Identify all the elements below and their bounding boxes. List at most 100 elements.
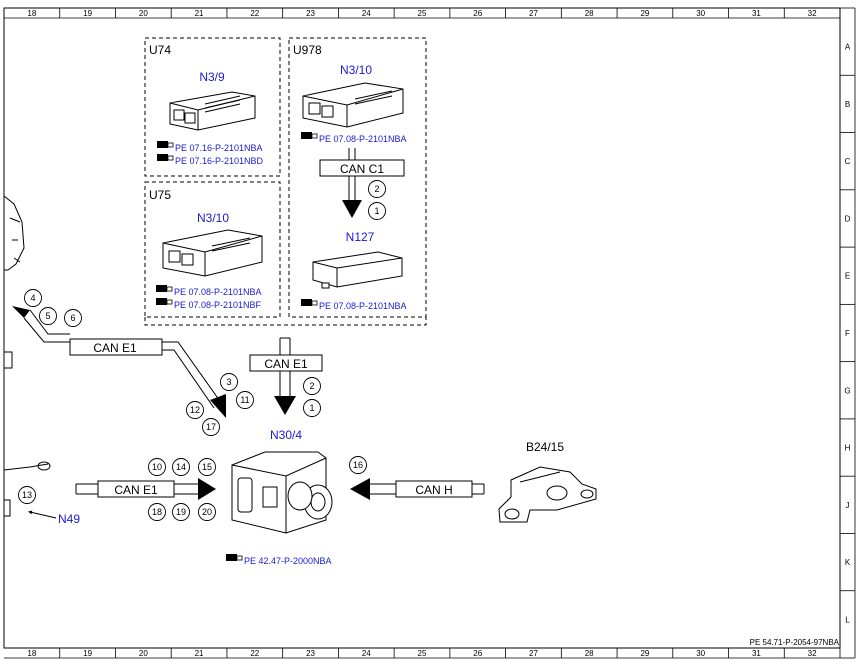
ref-n30-4: PE 42.47-P-2000NBA [244,556,332,566]
column-label-bottom: 20 [139,649,148,658]
pin-marker: 1 [303,399,321,417]
frame [3,7,856,659]
row-label: H [845,444,851,453]
pin-marker: 10 [148,458,166,476]
ecu-n3-9-drawing [169,91,256,131]
reference-book-icon [226,554,243,561]
pin-number: 11 [240,395,249,405]
pin-marker: 15 [198,458,216,476]
bus-can-e1-left [12,306,226,418]
pin-marker: 5 [39,307,57,325]
pin-marker: 11 [236,391,254,409]
bus-can-h [350,478,485,500]
group-u74-box [144,37,281,177]
pin-marker: 16 [349,456,367,474]
ref-u74-2: PE 07.16-P-2101NBD [175,156,264,166]
component-b24-15-label: B24/15 [526,440,564,454]
column-label-bottom: 27 [529,649,538,658]
row-label: J [846,501,850,510]
ecu-n3-10-u978-drawing [302,82,404,128]
column-label-bottom: 32 [808,649,817,658]
row-label: E [845,272,850,281]
bus-can-h-label: CAN H [415,483,452,497]
column-label-top: 26 [473,9,482,18]
ref-u74-1: PE 07.16-P-2101NBA [175,143,263,153]
column-label-bottom: 22 [250,649,259,658]
reference-book-icon [157,141,174,148]
column-label-bottom: 24 [362,649,371,658]
column-label-bottom: 23 [306,649,315,658]
column-label-top: 20 [139,9,148,18]
column-label-bottom: 18 [27,649,36,658]
component-n30-4-label: N30/4 [270,428,302,442]
ref-u75-2: PE 07.08-P-2101NBF [174,300,262,310]
pin-number: 12 [190,405,200,415]
pin-marker: 20 [198,503,216,521]
row-label: L [845,615,850,624]
component-n3-9-label: N3/9 [199,70,225,84]
pin-marker: 12 [186,401,204,419]
pin-number: 6 [70,313,75,323]
row-label: C [845,157,851,166]
column-label-bottom: 21 [195,649,204,658]
pin-number: 17 [206,422,216,432]
column-label-top: 31 [752,9,761,18]
pin-marker: 2 [303,377,321,395]
bus-can-c1 [319,148,405,218]
unit-n30-4-drawing [231,451,333,534]
partial-component-left [3,195,51,517]
group-u74-label: U74 [149,43,171,57]
pin-marker: 14 [172,458,190,476]
reference-book-icon [156,285,173,292]
ecu-n3-10-u75-drawing [162,229,263,277]
pin-number: 1 [374,206,379,216]
column-label-top: 29 [640,9,649,18]
ref-u75-1: PE 07.08-P-2101NBA [174,287,262,297]
column-label-top: 27 [529,9,538,18]
component-n127-label: N127 [346,230,375,244]
row-label: K [845,558,851,567]
module-n127-drawing [312,251,403,289]
pin-marker: 1 [368,202,386,220]
pin-number: 3 [226,377,231,387]
bus-can-e1-top [249,337,323,415]
bus-can-e1-bottom-label: CAN E1 [114,483,158,497]
column-label-bottom: 31 [752,649,761,658]
pin-number: 15 [202,462,212,472]
bus-can-e1-bottom [75,478,216,500]
pin-marker: 4 [24,289,42,307]
column-label-bottom: 28 [585,649,594,658]
column-label-bottom: 26 [473,649,482,658]
group-u75-label: U75 [149,188,171,202]
reference-book-icon [301,132,318,139]
pin-number: 5 [45,311,50,321]
pin-marker: 19 [172,503,190,521]
component-n3-10-u978-label: N3/10 [340,63,372,77]
column-label-top: 18 [27,9,36,18]
bus-can-e1-left-label: CAN E1 [93,341,137,355]
column-label-bottom: 30 [696,649,705,658]
ref-n127: PE 07.08-P-2101NBA [319,301,407,311]
ref-u978-1: PE 07.08-P-2101NBA [319,134,407,144]
pin-marker: 3 [220,373,238,391]
pin-marker: 2 [368,180,386,198]
pin-number: 2 [374,184,379,194]
column-label-top: 19 [83,9,92,18]
column-label-top: 21 [195,9,204,18]
group-u75-box [144,181,281,318]
column-label-top: 24 [362,9,371,18]
pin-marker: 6 [64,309,82,327]
pin-number: 1 [309,403,314,413]
pin-marker: 17 [202,418,220,436]
pin-number: 18 [152,507,162,517]
group-u978-box [288,37,427,318]
component-n49-label: N49 [58,512,80,526]
group-bracket [144,317,427,326]
column-label-bottom: 29 [640,649,649,658]
reference-book-icon [301,299,318,306]
pin-marker: 18 [148,503,166,521]
